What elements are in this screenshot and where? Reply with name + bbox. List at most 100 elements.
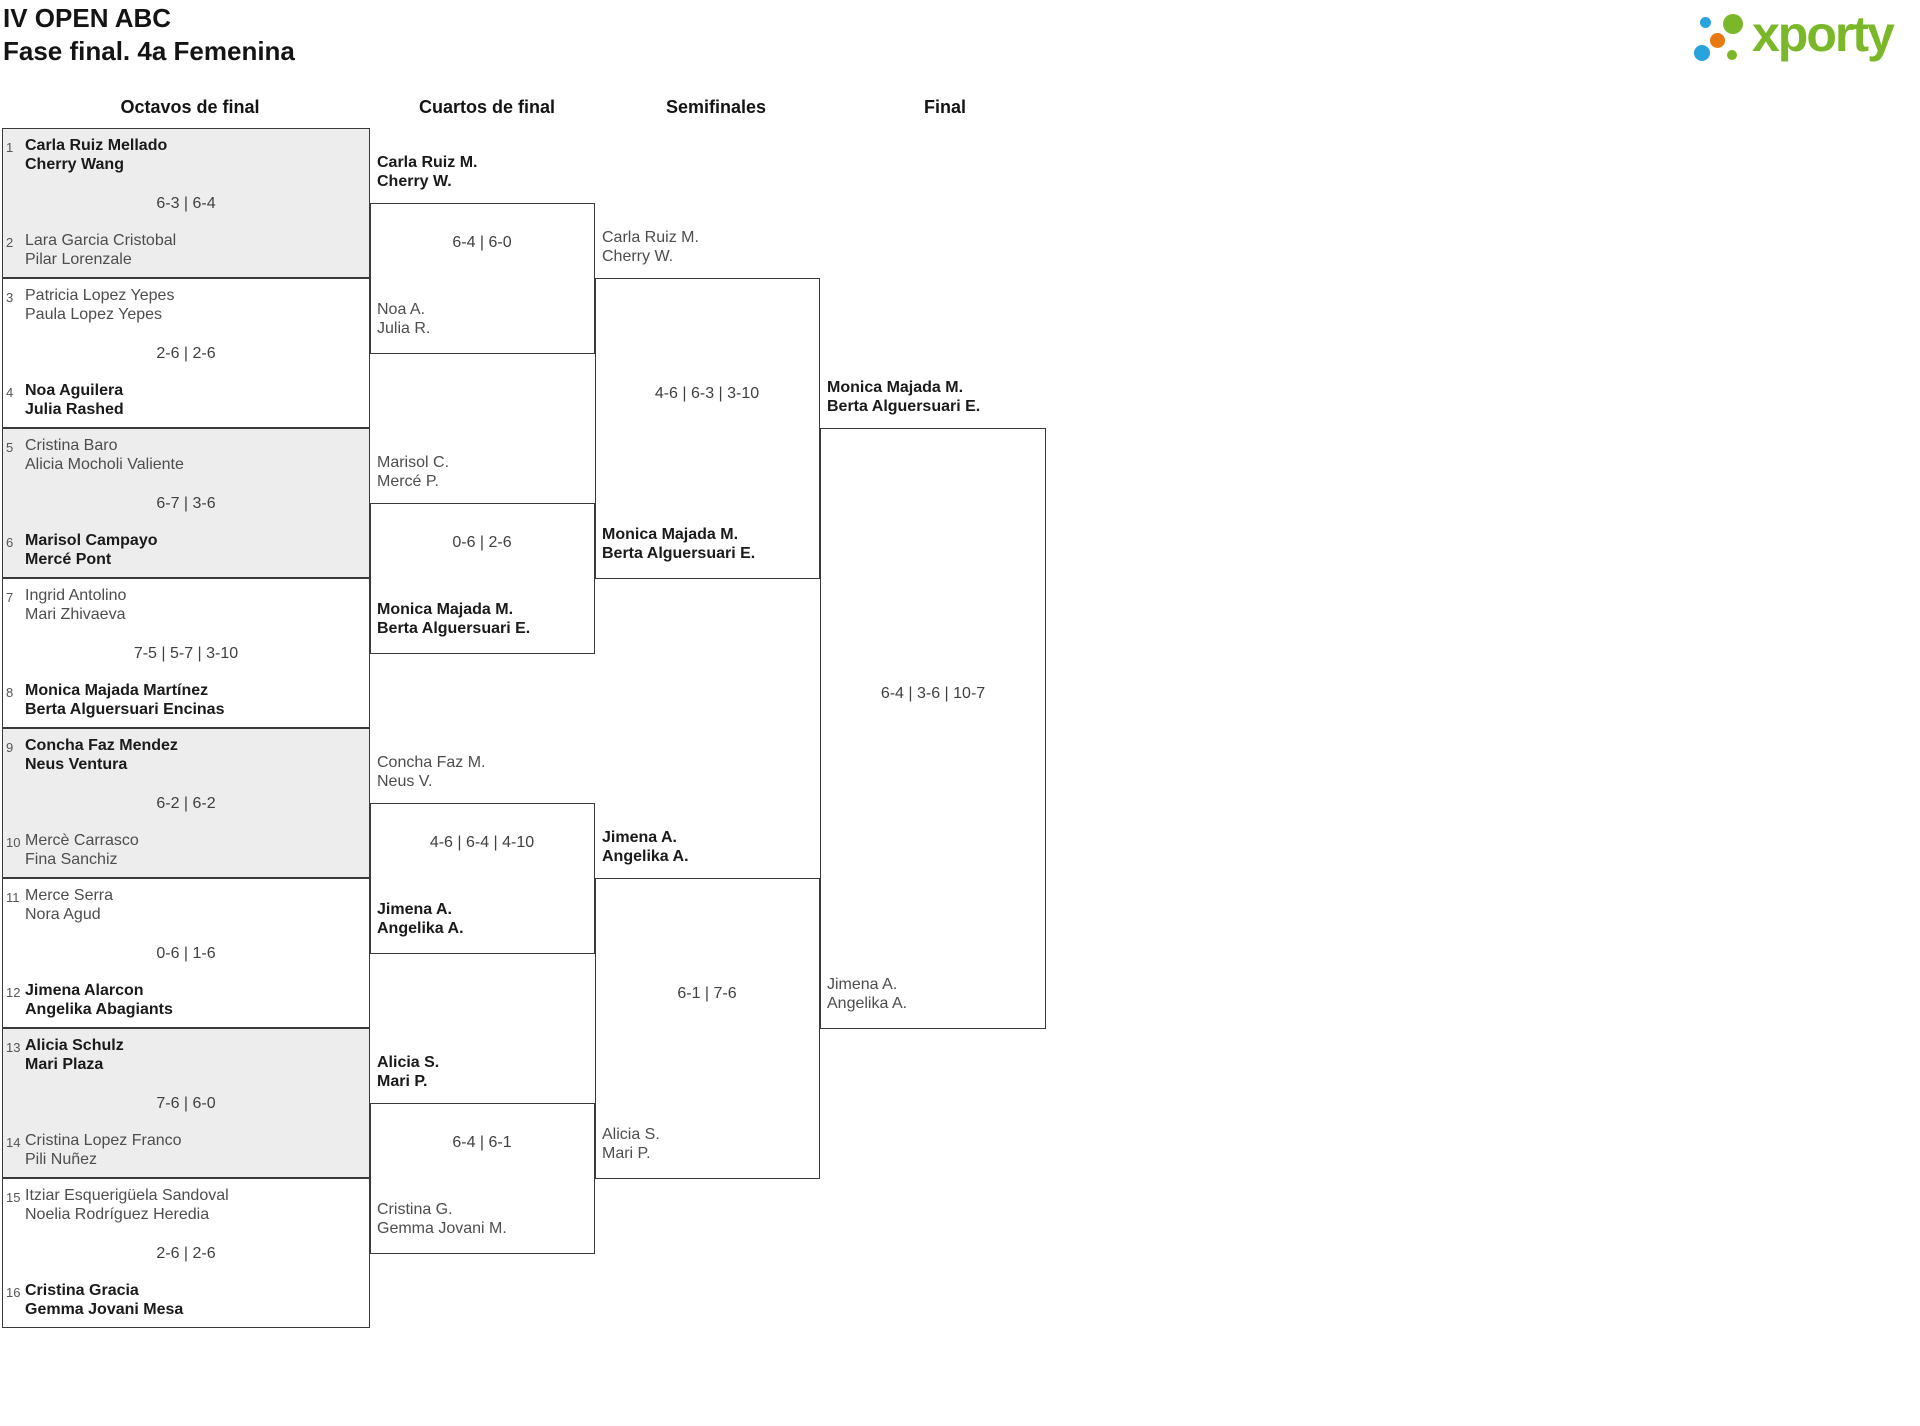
player-name: Fina Sanchiz	[25, 851, 118, 868]
logo-wordmark: xporty	[1752, 6, 1895, 62]
team-pair: Jimena Alarcon Angelika Abagiants	[25, 981, 173, 1019]
seed-number: 5	[6, 440, 14, 455]
player-name: Cristina G.	[377, 1201, 453, 1218]
team-pair: Alicia S. Mari P.	[602, 1125, 660, 1163]
player-name: Cristina Lopez Franco	[25, 1132, 182, 1149]
seed-number: 15	[6, 1190, 21, 1205]
team-pair: Alicia Schulz Mari Plaza	[25, 1036, 124, 1074]
team-pair: Mercè Carrasco Fina Sanchiz	[25, 831, 139, 869]
team-pair: Monica Majada M. Berta Alguersuari E.	[602, 525, 755, 563]
team-pair: Monica Majada M. Berta Alguersuari E.	[377, 600, 530, 638]
player-name: Angelika A.	[602, 848, 689, 865]
match-box-sf-2	[595, 878, 820, 1179]
team-pair: Noa Aguilera Julia Rashed	[25, 381, 124, 419]
team-pair: Jimena A. Angelika A.	[602, 828, 689, 866]
match-box-r16-2	[2, 278, 370, 428]
team-pair: Carla Ruiz Mellado Cherry Wang	[25, 136, 167, 174]
player-name: Concha Faz M.	[377, 754, 486, 771]
team-pair: Monica Majada Martínez Berta Alguersuari…	[25, 681, 224, 719]
match-score: 4-6 | 6-4 | 4-10	[429, 834, 535, 851]
team-pair: Concha Faz Mendez Neus Ventura	[25, 736, 178, 774]
player-name: Jimena Alarcon	[25, 982, 144, 999]
seed-number: 8	[6, 685, 14, 700]
player-name: Mercé P.	[377, 473, 439, 490]
match-box-r16-4	[2, 578, 370, 728]
player-name: Mari Plaza	[25, 1056, 104, 1073]
team-pair: Cristina Gracia Gemma Jovani Mesa	[25, 1281, 183, 1319]
team-pair: Cristina Baro Alicia Mocholi Valiente	[25, 436, 184, 474]
match-score: 6-2 | 6-2	[156, 795, 216, 812]
match-score: 6-4 | 6-0	[452, 234, 512, 251]
match-score: 6-3 | 6-4	[156, 195, 216, 212]
match-score: 6-1 | 7-6	[677, 985, 737, 1002]
match-score: 7-5 | 5-7 | 3-10	[133, 645, 239, 662]
player-name: Noa A.	[377, 301, 426, 318]
player-name: Jimena A.	[827, 976, 898, 993]
player-name: Berta Alguersuari Encinas	[25, 701, 225, 718]
player-name: Jimena A.	[377, 901, 452, 918]
player-name: Neus Ventura	[25, 756, 128, 773]
team-pair: Cristina Lopez Franco Pili Nuñez	[25, 1131, 182, 1169]
team-pair: Merce Serra Nora Agud	[25, 886, 113, 924]
player-name: Alicia Mocholi Valiente	[25, 456, 184, 473]
match-box-qf-3	[370, 803, 595, 954]
player-name: Monica Majada M.	[602, 526, 739, 543]
player-name: Angelika A.	[377, 920, 464, 937]
logo-dot-blue-small	[1700, 17, 1711, 28]
team-pair: Alicia S. Mari P.	[377, 1053, 439, 1091]
seed-number: 2	[6, 235, 14, 250]
tournament-header: IV OPEN ABC Fase final. 4a Femenina	[3, 2, 295, 68]
team-pair: Carla Ruiz M. Cherry W.	[377, 153, 477, 191]
match-score: 4-6 | 6-3 | 3-10	[654, 385, 760, 402]
xporty-logo[interactable]: xporty	[1690, 2, 1915, 74]
seed-number: 13	[6, 1040, 21, 1055]
match-box-r16-7	[2, 1028, 370, 1178]
player-name: Berta Alguersuari E.	[827, 398, 981, 415]
player-name: Paula Lopez Yepes	[25, 306, 163, 323]
player-name: Berta Alguersuari E.	[602, 545, 756, 562]
match-box-qf-1	[370, 203, 595, 354]
seed-number: 9	[6, 740, 14, 755]
player-name: Carla Ruiz M.	[377, 154, 478, 171]
team-pair: Monica Majada M. Berta Alguersuari E.	[827, 378, 980, 416]
player-name: Pilar Lorenzale	[25, 251, 132, 268]
player-name: Mercé Pont	[25, 551, 112, 568]
logo-dot-blue-large	[1694, 45, 1710, 61]
seed-number: 6	[6, 535, 14, 550]
seed-number: 7	[6, 590, 14, 605]
match-box-qf-4	[370, 1103, 595, 1254]
player-name: Monica Majada M.	[377, 601, 514, 618]
player-name: Carla Ruiz M.	[602, 229, 699, 246]
seed-number: 12	[6, 985, 21, 1000]
match-box-r16-3	[2, 428, 370, 578]
logo-dot-orange	[1710, 33, 1725, 48]
player-name: Monica Majada Martínez	[25, 682, 209, 699]
player-name: Mercè Carrasco	[25, 832, 139, 849]
match-score: 6-4 | 6-1	[452, 1134, 512, 1151]
logo-dot-green-small	[1727, 50, 1737, 60]
player-name: Concha Faz Mendez	[25, 737, 178, 754]
player-name: Cherry W.	[377, 173, 452, 190]
team-pair: Lara Garcia Cristobal Pilar Lorenzale	[25, 231, 176, 269]
player-name: Cherry Wang	[25, 156, 124, 173]
player-name: Cherry W.	[602, 248, 674, 265]
team-pair: Carla Ruiz M. Cherry W.	[602, 228, 699, 266]
player-name: Mari Zhivaeva	[25, 606, 126, 623]
match-score: 6-4 | 3-6 | 10-7	[880, 685, 986, 702]
player-name: Ingrid Antolino	[25, 587, 127, 604]
player-name: Neus V.	[377, 773, 433, 790]
match-box-r16-5	[2, 728, 370, 878]
match-box-r16-8	[2, 1178, 370, 1328]
team-pair: Jimena A. Angelika A.	[827, 975, 907, 1013]
team-pair: Patricia Lopez Yepes Paula Lopez Yepes	[25, 286, 174, 324]
player-name: Alicia S.	[602, 1126, 660, 1143]
match-score: 0-6 | 1-6	[156, 945, 216, 962]
player-name: Angelika A.	[827, 995, 908, 1012]
logo-dot-green-large	[1723, 14, 1743, 34]
player-name: Marisol C.	[377, 454, 450, 471]
player-name: Lara Garcia Cristobal	[25, 232, 177, 249]
seed-number: 11	[6, 890, 20, 905]
player-name: Cristina Gracia	[25, 1282, 139, 1299]
match-box-sf-1	[595, 278, 820, 579]
match-box-r16-6	[2, 878, 370, 1028]
